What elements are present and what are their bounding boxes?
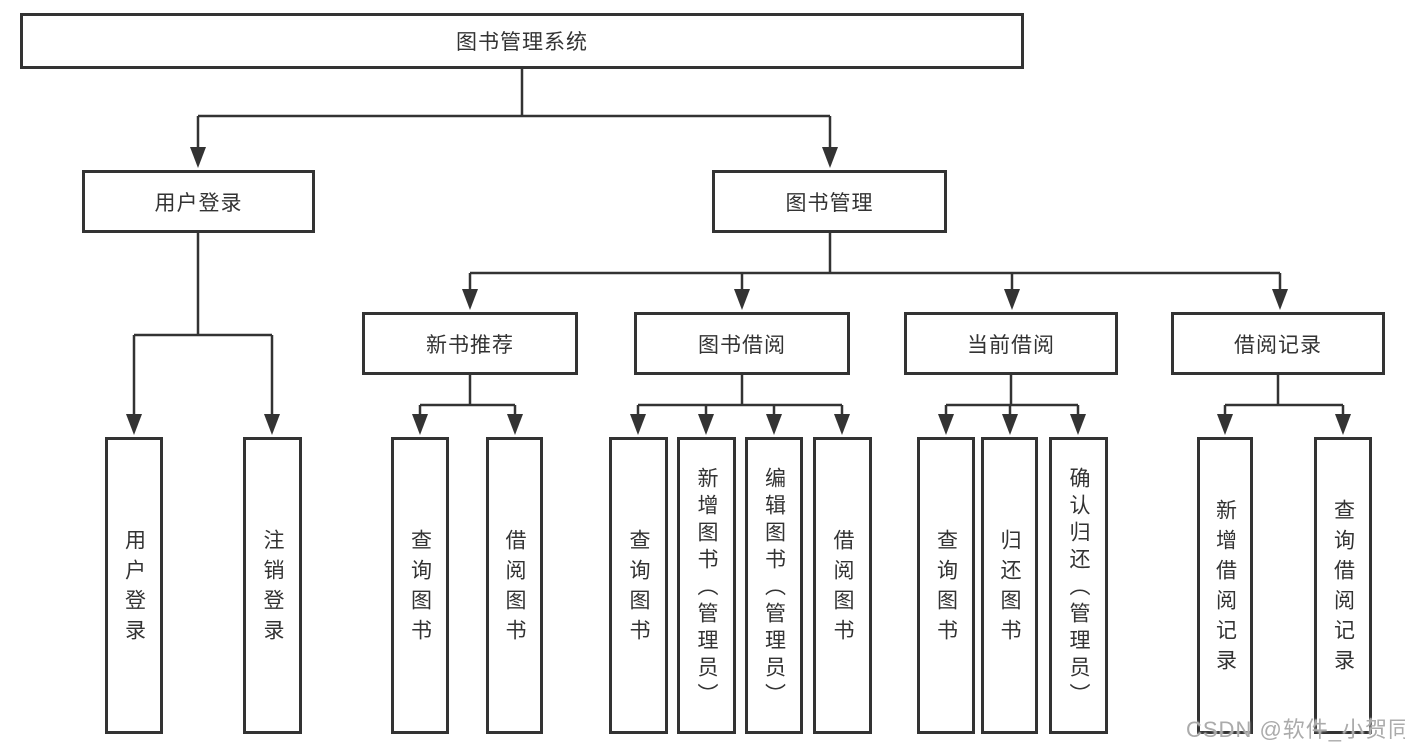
node-leaf-logout: 注销登录 [243,437,302,734]
node-nb-query-books: 查询图书 [391,437,449,734]
node-borrowing-records: 借阅记录 [1171,312,1385,375]
node-cb-return-books: 归还图书 [981,437,1038,734]
node-bb-borrow-books: 借阅图书 [813,437,872,734]
node-new-book-recommend: 新书推荐 [362,312,578,375]
node-bb-add-books: 新增图书（管理员） [677,437,736,734]
node-nb-borrow-books: 借阅图书 [486,437,543,734]
node-current-borrowing: 当前借阅 [904,312,1118,375]
node-cb-query-books: 查询图书 [917,437,975,734]
connector-arrowheads [126,147,1351,435]
node-br-query-record: 查询借阅记录 [1314,437,1372,734]
node-book-borrowing: 图书借阅 [634,312,850,375]
node-root: 图书管理系统 [20,13,1024,69]
connector-lines [132,69,1345,418]
node-br-add-record: 新增借阅记录 [1197,437,1253,734]
node-bb-edit-books: 编辑图书（管理员） [745,437,803,734]
watermark: CSDN @软件_小贺同学 [1186,717,1405,742]
node-bb-query-books: 查询图书 [609,437,668,734]
node-user-login-group: 用户登录 [82,170,315,233]
node-leaf-user-login: 用户登录 [105,437,163,734]
node-book-management: 图书管理 [712,170,947,233]
node-cb-confirm-return: 确认归还（管理员） [1049,437,1108,734]
